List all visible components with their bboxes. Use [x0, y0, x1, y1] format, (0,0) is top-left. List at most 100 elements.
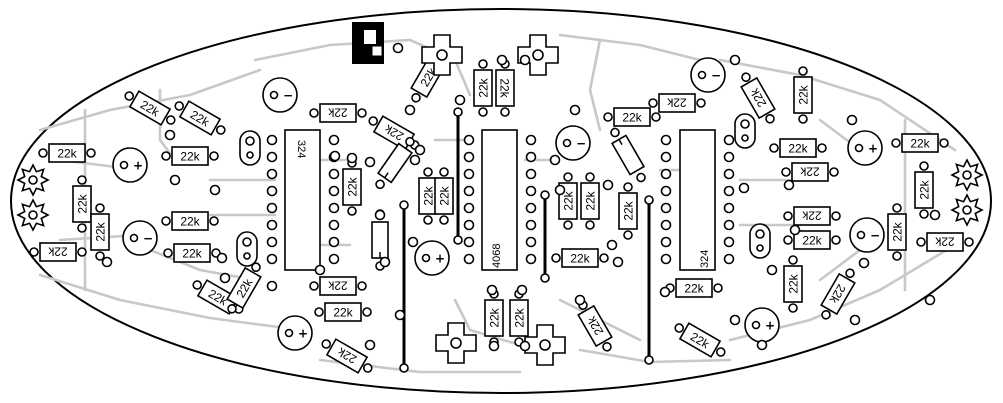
ic-pin-pad [328, 185, 340, 197]
resistor-icon: 22k [783, 206, 841, 226]
ic-left-label: 324 [295, 140, 307, 158]
polarity-mark: − [576, 137, 586, 151]
polarity-mark: + [868, 142, 878, 156]
solder-pad [569, 104, 581, 116]
ic-pin-pad [525, 219, 537, 231]
ic-pin-pad [723, 219, 735, 231]
resistor-label: 22k [346, 176, 360, 196]
solder-pad [858, 257, 870, 269]
ic-pin-pad [723, 202, 735, 214]
resistor-label: 22k [94, 221, 108, 241]
ic-pin-pad [266, 236, 278, 248]
polarity-mark: − [143, 232, 153, 246]
solder-pad [314, 264, 326, 276]
capacitor-icon: − [555, 125, 591, 161]
pot-pads [236, 113, 771, 267]
resistor-label: 22k [891, 221, 905, 241]
resistor-label: 22k [327, 279, 347, 293]
ic-pin-pad [266, 151, 278, 163]
ic-chip-left: 324 [284, 129, 321, 271]
ic-pin-pad [266, 185, 278, 197]
ic-pin-pad [525, 185, 537, 197]
resistor-label: 22k [76, 193, 90, 213]
resistor-label: 22k [477, 77, 491, 97]
ic-pin-pad [660, 253, 672, 265]
resistor-label: 22k [799, 165, 819, 179]
star-pad-icon [16, 198, 50, 232]
solder-pad [516, 284, 528, 296]
ic-chip-right: 324 [679, 129, 716, 271]
resistor-label: 22k [47, 245, 67, 259]
ic-pin-pad [660, 202, 672, 214]
jack-icon [352, 22, 384, 64]
capacitor-icon [375, 136, 415, 190]
resistor-icon: 22k [174, 100, 226, 136]
electrolytic-capacitors: +−−++−−++− [112, 57, 885, 351]
resistor-icon: 22k [793, 66, 813, 124]
resistor-label: 22k [570, 252, 590, 266]
solder-pad [549, 154, 561, 166]
capacitor-icon: − [262, 77, 298, 113]
solder-pad [164, 129, 176, 141]
resistor-label: 22k [934, 235, 954, 249]
solder-pad [924, 294, 936, 306]
ic-pin-pad [266, 219, 278, 231]
solder-pad [101, 256, 113, 268]
resistor-label: 22k [801, 209, 821, 223]
resistor-label: 22k [513, 307, 527, 327]
ic-pin-pad [463, 151, 475, 163]
film-capacitors [371, 127, 646, 271]
solder-pad [374, 209, 386, 221]
ic-pin-pad [525, 253, 537, 265]
resistor-icon: 22k [38, 143, 96, 163]
resistor-icon: 22k [418, 167, 438, 225]
solder-pad [783, 179, 795, 191]
solder-pad [849, 314, 861, 326]
solder-pad [496, 54, 508, 66]
resistor-label: 22k [180, 215, 200, 229]
resistor-label: 22k [562, 190, 576, 210]
capacitor-icon: − [849, 217, 885, 253]
polarity-mark: − [870, 229, 880, 243]
solder-pad [414, 144, 426, 156]
ic-pin-pad [525, 236, 537, 248]
capacitor-icon [610, 127, 646, 183]
resistor-icon: 22k [674, 322, 726, 358]
solder-pad [574, 294, 586, 306]
resistor-icon: 22k [781, 162, 839, 182]
solder-pad [729, 314, 741, 326]
resistor-label: 22k [788, 142, 808, 156]
resistor-label: 22k [622, 200, 636, 220]
solder-pad [329, 150, 341, 162]
polarity-mark: + [765, 319, 775, 333]
solder-pad [488, 340, 500, 352]
pot-icon [734, 113, 756, 149]
ic-pin-pad [463, 202, 475, 214]
ic-pin-pad [723, 236, 735, 248]
resistor-icon: 22k [783, 230, 841, 250]
resistor-icon: 22k [314, 302, 372, 322]
ic-pin-pad [328, 253, 340, 265]
solder-pad [766, 264, 778, 276]
polarity-mark: + [435, 252, 445, 266]
ic-pin-pad [266, 168, 278, 180]
solder-pad [364, 156, 376, 168]
ic-pin-pad [463, 134, 475, 146]
star-pads [16, 34, 984, 366]
capacitor-icon: − [690, 57, 726, 93]
resistor-label: 22k [802, 234, 822, 248]
solder-pad [486, 284, 498, 296]
ic-pin-pad [723, 253, 735, 265]
ic-pin-pad [660, 151, 672, 163]
solder-pad [404, 104, 416, 116]
resistor-icon: 22k [226, 262, 262, 314]
resistor-icon: 22k [29, 242, 87, 262]
ic-pin-pad [660, 236, 672, 248]
ic-pin-pad [266, 253, 278, 265]
ic-pin-pad [660, 168, 672, 180]
ic-pin-pad [660, 134, 672, 146]
ic-pin-pad [525, 168, 537, 180]
ic-pin-pad [328, 168, 340, 180]
ic-pin-pad [266, 202, 278, 214]
